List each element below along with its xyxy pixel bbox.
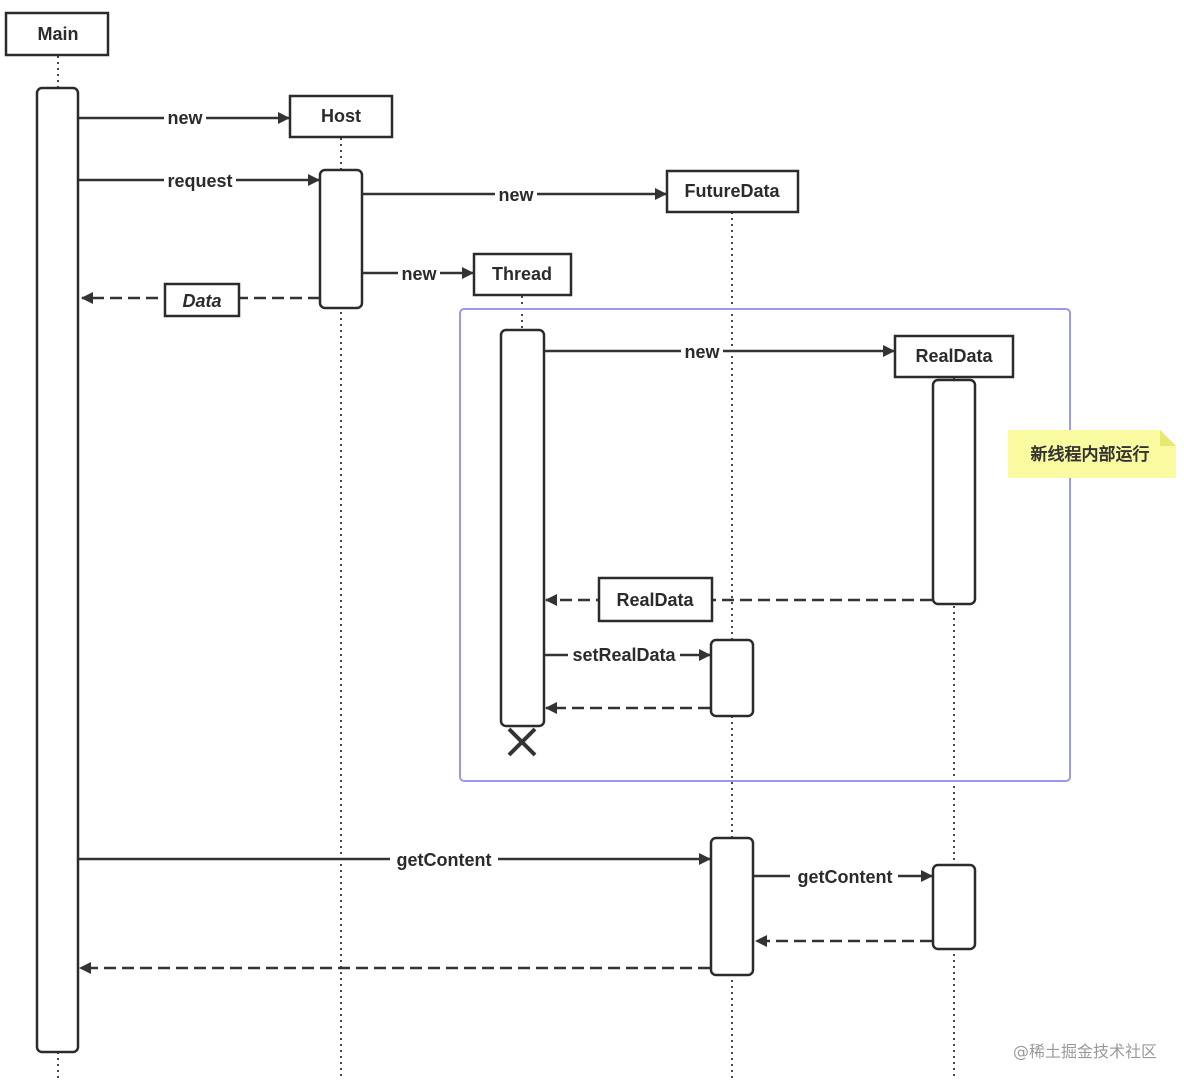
participant-host: Host	[288, 94, 394, 139]
msg-main-new-host: new	[79, 108, 290, 128]
participant-realdata: RealData	[893, 334, 1015, 379]
participant-main: Main	[4, 11, 110, 57]
msg-main-request: request	[79, 170, 320, 191]
msg-future-get-content: getContent	[754, 866, 933, 887]
msg-realdata-return: RealData	[545, 576, 932, 623]
msg-set-realdata-label: setRealData	[572, 645, 676, 665]
msg-main-get-content-label: getContent	[397, 850, 492, 870]
msg-thread-new-realdata: new	[545, 341, 895, 362]
realdata-activation	[931, 378, 977, 606]
note: 新线程内部运行	[1008, 430, 1176, 478]
participant-main-label: Main	[37, 24, 78, 44]
futuredata-activation-get	[709, 836, 755, 977]
msg-future-get-content-label: getContent	[798, 867, 893, 887]
futuredata-activation-set	[709, 638, 755, 718]
thread-destroy-icon	[507, 727, 537, 757]
msg-host-new-futuredata-label: new	[498, 185, 534, 205]
msg-realdata-return-label: RealData	[616, 590, 694, 610]
watermark: @稀土掘金技术社区	[1013, 1042, 1157, 1061]
msg-host-new-thread-label: new	[401, 264, 437, 284]
msg-set-realdata: setRealData	[545, 645, 711, 665]
msg-main-get-content: getContent	[79, 849, 711, 870]
msg-main-new-host-label: new	[167, 108, 203, 128]
participant-thread-label: Thread	[492, 264, 552, 284]
msg-thread-new-realdata-label: new	[684, 342, 720, 362]
msg-host-return-data: Data	[81, 282, 320, 318]
realdata-activation-get	[931, 863, 977, 951]
thread-activation	[499, 328, 546, 728]
host-activation	[318, 168, 364, 310]
participant-realdata-label: RealData	[915, 346, 993, 366]
participant-futuredata: FutureData	[665, 169, 800, 214]
main-activation	[35, 86, 80, 1054]
participant-host-label: Host	[321, 106, 361, 126]
note-text: 新线程内部运行	[1031, 444, 1150, 465]
msg-main-request-label: request	[167, 171, 232, 191]
msg-host-new-thread: new	[363, 263, 474, 284]
thread-frame	[459, 308, 1071, 782]
msg-host-return-data-label: Data	[182, 291, 221, 311]
participant-thread: Thread	[472, 252, 573, 297]
msg-host-new-futuredata: new	[363, 184, 667, 205]
participant-futuredata-label: FutureData	[684, 181, 780, 201]
